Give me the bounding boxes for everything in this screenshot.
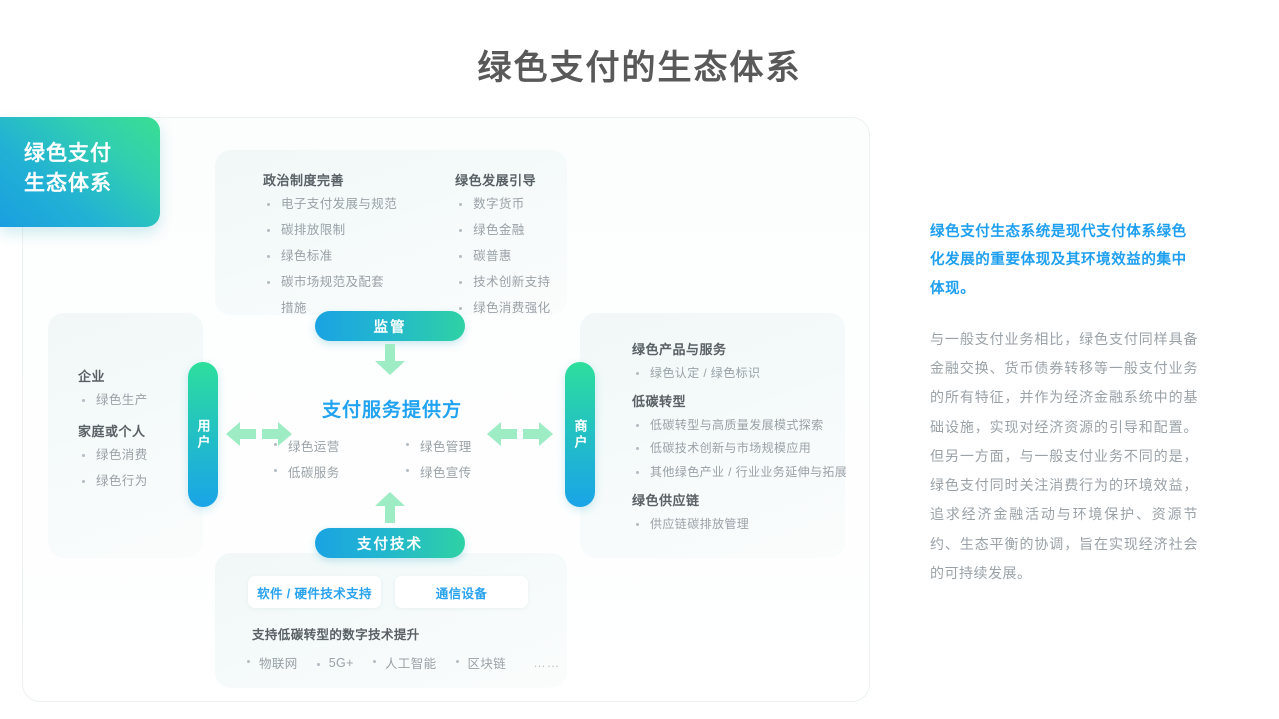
center-title: 支付服务提供方	[321, 400, 462, 421]
section-heading: 低碳转型	[632, 394, 687, 410]
merchants-list-2: 低碳转型与高质量发展模式探索 低碳技术创新与市场规模应用 其他绿色产业 / 行业…	[632, 417, 847, 480]
technology-pill-label: 支付技术	[357, 536, 423, 553]
list-item: 数字货币	[455, 196, 550, 213]
technology-chip-row: 软件 / 硬件技术支持 通信设备	[215, 553, 567, 608]
merchants-panel: 绿色产品与服务 绿色认定 / 绿色标识 低碳转型 低碳转型与高质量发展模式探索 …	[580, 313, 847, 558]
regulation-column-2: 绿色发展引导 数字货币 绿色金融 碳普惠 技术创新支持 绿色消费强化	[455, 170, 550, 325]
regulation-column-1: 政治制度完善 电子支付发展与规范 碳排放限制 绿色标准 碳市场规范及配套 措施	[263, 170, 397, 325]
section-heading: 绿色产品与服务	[632, 342, 727, 357]
section-heading: 家庭或个人	[78, 423, 146, 439]
list-item: 供应链碳排放管理	[632, 516, 845, 532]
list-item: 碳市场规范及配套	[263, 274, 397, 291]
list-item: 碳普惠	[455, 248, 550, 265]
list-item: 5G+	[313, 656, 367, 670]
corner-badge-line2: 生态体系	[24, 172, 112, 196]
list-item: 绿色消费强化	[455, 300, 550, 317]
list-item: 技术创新支持	[455, 274, 550, 291]
technology-ellipsis: ……	[533, 655, 561, 670]
users-tab-label: 用户	[195, 418, 211, 451]
list-item: 物联网	[243, 653, 311, 672]
list-item: 绿色行为	[78, 473, 203, 490]
regulation-list-1: 电子支付发展与规范 碳排放限制 绿色标准 碳市场规范及配套 措施	[263, 196, 397, 316]
list-item: 碳排放限制	[263, 222, 397, 239]
list-item: 绿色运营	[262, 436, 390, 455]
regulation-list-2: 数字货币 绿色金融 碳普惠 技术创新支持 绿色消费强化	[455, 196, 550, 316]
list-item: 电子支付发展与规范	[263, 196, 397, 213]
corner-badge: 绿色支付 生态体系	[0, 117, 160, 227]
section-heading: 企业	[78, 369, 106, 384]
technology-chip-software-hardware[interactable]: 软件 / 硬件技术支持	[248, 576, 381, 608]
list-item: 绿色消费	[78, 447, 203, 464]
list-item: 低碳服务	[262, 462, 390, 481]
section-heading: 绿色发展引导	[455, 173, 537, 188]
regulation-pill[interactable]: 监管	[315, 311, 465, 341]
arrow-left-right-icon	[226, 418, 292, 450]
list-item: 人工智能	[369, 653, 450, 672]
users-list-2: 绿色消费 绿色行为	[78, 447, 203, 490]
list-item: 区块链	[452, 653, 520, 672]
list-item: 绿色管理	[394, 436, 522, 455]
technology-heading: 支持低碳转型的数字技术提升	[252, 628, 420, 642]
section-heading: 政治制度完善	[263, 173, 345, 188]
merchants-tab-label: 商户	[572, 418, 588, 451]
technology-panel: 软件 / 硬件技术支持 通信设备 支持低碳转型的数字技术提升 物联网 5G+ 人…	[215, 553, 567, 688]
arrow-left-right-icon	[487, 418, 553, 450]
merchants-list-1: 绿色认定 / 绿色标识	[632, 365, 845, 381]
list-item: 绿色金融	[455, 222, 550, 239]
list-item-continuation: 措施	[281, 300, 307, 315]
users-panel: 企业 绿色生产 家庭或个人 绿色消费 绿色行为	[48, 313, 203, 558]
users-list-1: 绿色生产	[78, 392, 203, 409]
sidebar-text-column: 绿色支付生态系统是现代支付体系绿色化发展的重要体现及其环境效益的集中体现。 与一…	[930, 218, 1198, 588]
technology-item-row: 物联网 5G+ 人工智能 区块链 ……	[215, 643, 567, 672]
regulation-panel: 政治制度完善 电子支付发展与规范 碳排放限制 绿色标准 碳市场规范及配套 措施 …	[215, 150, 567, 315]
sidebar-headline: 绿色支付生态系统是现代支付体系绿色化发展的重要体现及其环境效益的集中体现。	[930, 224, 1187, 297]
center-item-grid: 绿色运营 绿色管理 低碳服务 绿色宣传	[262, 436, 522, 481]
list-item: 其他绿色产业 / 行业业务延伸与拓展	[632, 464, 847, 480]
center-provider-block: 支付服务提供方 绿色运营 绿色管理 低碳服务 绿色宣传	[262, 395, 522, 481]
arrow-up-icon	[372, 492, 408, 524]
merchants-tab[interactable]: 商户	[565, 362, 595, 507]
page-title: 绿色支付的生态体系	[477, 49, 802, 87]
list-item: 绿色标准	[263, 248, 397, 265]
technology-pill[interactable]: 支付技术	[315, 528, 465, 558]
regulation-pill-label: 监管	[373, 319, 407, 336]
list-item: 绿色生产	[78, 392, 203, 409]
merchants-list-3: 供应链碳排放管理	[632, 516, 845, 532]
technology-chip-communication-device[interactable]: 通信设备	[395, 576, 528, 608]
sidebar-body: 与一般支付业务相比，绿色支付同样具备金融交换、货币债券转移等一般支付业务的所有特…	[930, 330, 1198, 581]
list-item: 低碳转型与高质量发展模式探索	[632, 417, 845, 433]
list-item: 绿色宣传	[394, 462, 522, 481]
list-item: 低碳技术创新与市场规模应用	[632, 440, 845, 456]
users-tab[interactable]: 用户	[188, 362, 218, 507]
section-heading: 绿色供应链	[632, 492, 700, 508]
list-item: 绿色认定 / 绿色标识	[632, 365, 845, 381]
corner-badge-line1: 绿色支付	[24, 142, 112, 165]
arrow-down-icon	[372, 344, 408, 376]
